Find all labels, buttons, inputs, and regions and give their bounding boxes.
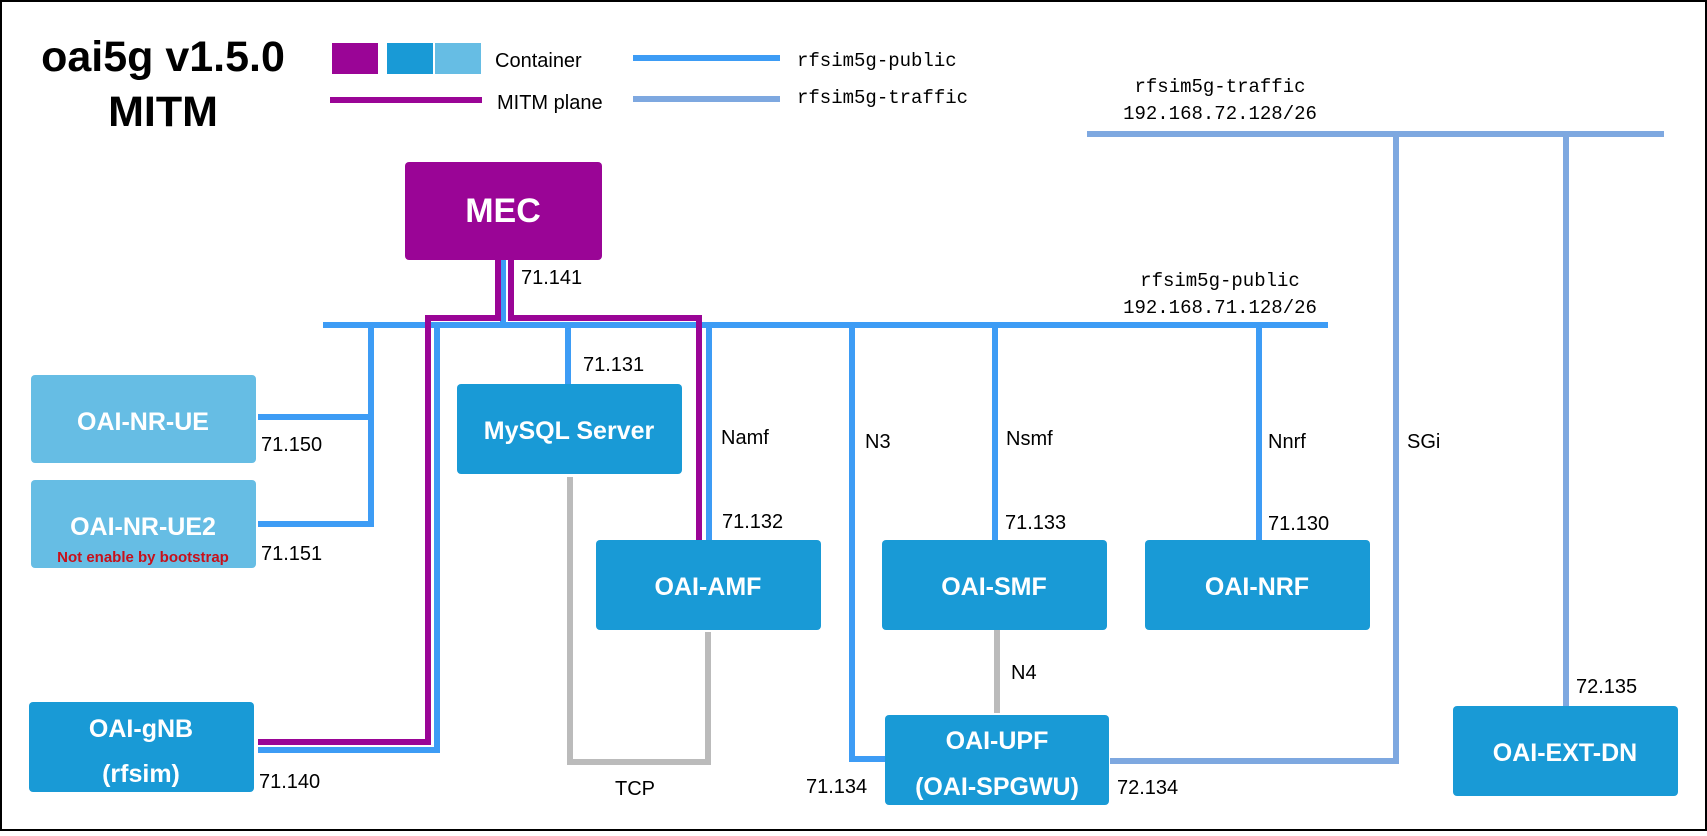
node-upf: OAI-UPF (OAI-SPGWU) — [885, 715, 1109, 805]
smf-label: OAI-SMF — [941, 573, 1047, 601]
traffic-network-subnet: 192.168.72.128/26 — [1123, 103, 1317, 125]
upf-label-line1: OAI-UPF — [946, 727, 1049, 755]
legend-swatch-ue-container — [435, 43, 481, 74]
nrf-box — [1145, 540, 1370, 630]
legend-mitm-label: MITM plane — [497, 92, 603, 114]
tcp-label: TCP — [615, 778, 655, 800]
gnb-box — [29, 702, 254, 792]
nnrf-label: Nnrf — [1268, 431, 1306, 453]
node-mysql: MySQL Server — [457, 384, 682, 474]
mec-box — [405, 162, 602, 260]
namf-label: Namf — [721, 427, 769, 449]
node-amf: OAI-AMF — [596, 540, 821, 630]
diagram-title-line2: MITM — [108, 88, 218, 136]
public-network-subnet: 192.168.71.128/26 — [1123, 297, 1317, 319]
legend-swatch-mitm-container — [332, 43, 378, 74]
amf-box — [596, 540, 821, 630]
mitm-amf-path — [508, 260, 702, 540]
ue-label: OAI-NR-UE — [77, 408, 209, 436]
mysql-ip: 71.131 — [583, 354, 644, 376]
nsmf-label: Nsmf — [1006, 428, 1053, 450]
sgi-link — [1110, 134, 1399, 764]
legend-container-label: Container — [495, 50, 582, 72]
gnb-ip: 71.140 — [259, 771, 320, 793]
mysql-box — [457, 384, 682, 474]
n3-link — [849, 325, 885, 762]
n3-label: N3 — [865, 431, 891, 453]
upf-traffic-ip: 72.134 — [1117, 777, 1178, 799]
diagram-title-line1: oai5g v1.5.0 — [41, 33, 285, 81]
tcp-link — [567, 477, 711, 765]
gnb-label-line1: OAI-gNB — [89, 715, 193, 743]
legend-swatch-container — [387, 43, 433, 74]
upf-label-line2: (OAI-SPGWU) — [915, 773, 1079, 801]
extdn-box — [1453, 706, 1678, 796]
legend-traffic-label: rfsim5g-traffic — [797, 87, 968, 109]
ue2-ip: 71.151 — [261, 543, 322, 565]
extdn-ip: 72.135 — [1576, 676, 1637, 698]
upf-public-ip: 71.134 — [806, 776, 867, 798]
mitm-plane — [258, 260, 702, 745]
public-network-name: rfsim5g-public — [1140, 270, 1300, 292]
node-smf: OAI-SMF — [882, 540, 1107, 630]
extdn-label: OAI-EXT-DN — [1493, 739, 1637, 767]
sgi-label: SGi — [1407, 431, 1440, 453]
traffic-network — [1087, 131, 1664, 764]
node-mec: MEC — [405, 162, 602, 260]
ue2-warning-note: Not enable by bootstrap — [57, 549, 229, 566]
mec-ip: 71.141 — [521, 267, 582, 289]
n4-label: N4 — [1011, 662, 1037, 684]
amf-label: OAI-AMF — [655, 573, 762, 601]
node-ue2: OAI-NR-UE2 Not enable by bootstrap — [31, 480, 256, 568]
gnb-link — [258, 325, 440, 753]
node-gnb: OAI-gNB (rfsim) — [29, 702, 254, 792]
node-extdn: OAI-EXT-DN — [1453, 706, 1678, 796]
ue-ip: 71.150 — [261, 434, 322, 456]
smf-ip: 71.133 — [1005, 512, 1066, 534]
traffic-network-name: rfsim5g-traffic — [1134, 76, 1305, 98]
ue-box — [31, 375, 256, 463]
legend-public-label: rfsim5g-public — [797, 50, 957, 72]
nrf-ip: 71.130 — [1268, 513, 1329, 535]
node-ue: OAI-NR-UE — [31, 375, 256, 463]
legend: Container MITM plane rfsim5g-public rfsi… — [330, 43, 968, 114]
nrf-label: OAI-NRF — [1205, 573, 1309, 601]
upf-box — [885, 715, 1109, 805]
ue2-box — [31, 480, 256, 568]
smf-box — [882, 540, 1107, 630]
mitm-gnb-path — [258, 260, 501, 745]
gnb-label-line2: (rfsim) — [102, 760, 180, 788]
node-nrf: OAI-NRF — [1145, 540, 1370, 630]
mysql-label: MySQL Server — [484, 417, 655, 445]
ue2-label: OAI-NR-UE2 — [70, 513, 216, 541]
ue2-link — [258, 417, 374, 527]
amf-ip: 71.132 — [722, 511, 783, 533]
public-network — [258, 260, 1328, 762]
mec-label: MEC — [465, 192, 541, 230]
